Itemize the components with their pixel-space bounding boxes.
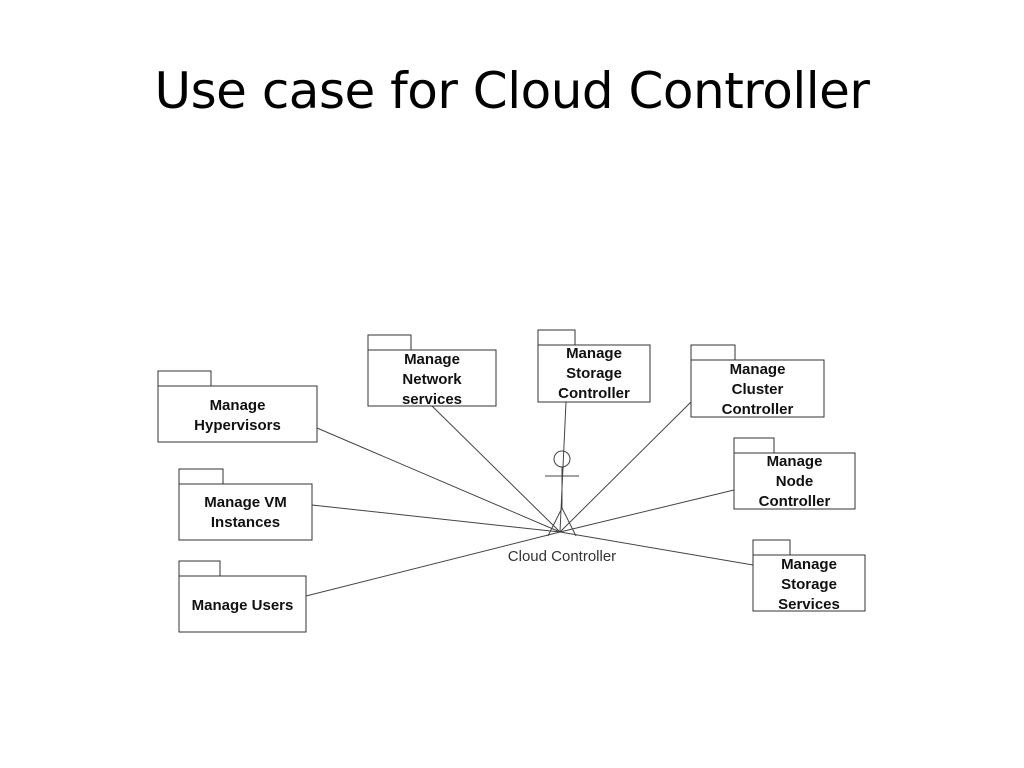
association-line-vm: [311, 504, 561, 533]
package-tab: [157, 370, 212, 387]
package-body: [690, 359, 825, 418]
package-label-line: Manage: [730, 361, 786, 378]
package-users: Manage Users: [178, 560, 307, 633]
package-label-line: Hypervisors: [194, 417, 281, 434]
package-label-line: Instances: [211, 514, 280, 531]
package-body: [178, 575, 307, 633]
package-label-line: Storage: [781, 576, 837, 593]
package-label-line: Services: [778, 596, 840, 613]
package-tab: [752, 539, 791, 556]
package-tab: [733, 437, 775, 454]
package-label-line: Cluster: [732, 381, 784, 398]
association-line-network: [431, 405, 561, 533]
association-line-node: [559, 489, 735, 533]
association-line-cluster: [559, 401, 692, 533]
package-label-line: Network: [402, 371, 462, 388]
package-label-line: Manage Users: [192, 597, 294, 614]
package-boxes: ManageHypervisorsManageNetworkservicesMa…: [157, 329, 866, 633]
package-body: [157, 385, 318, 443]
association-line-hypervisors: [316, 427, 561, 533]
actor: Cloud Controller: [508, 450, 616, 565]
package-tab: [690, 344, 736, 361]
package-label-line: services: [402, 391, 462, 408]
package-tab: [178, 560, 221, 577]
actor-right-leg: [561, 507, 577, 537]
package-body: [367, 349, 497, 407]
package-label-line: Node: [776, 473, 814, 490]
package-body: [178, 483, 313, 541]
package-label-line: Manage: [781, 556, 837, 573]
package-label-line: Manage: [767, 453, 823, 470]
package-body: [733, 452, 856, 510]
package-label-line: Manage: [210, 397, 266, 414]
actor-name: Cloud Controller: [508, 548, 616, 565]
package-label-line: Storage: [566, 365, 622, 382]
package-label-line: Manage VM: [204, 494, 287, 511]
actor-left-leg: [547, 507, 563, 537]
association-lines: [305, 401, 754, 597]
association-line-users: [305, 531, 561, 597]
package-label-line: Controller: [558, 385, 630, 402]
package-tab: [367, 334, 412, 351]
package-label-line: Controller: [722, 401, 794, 418]
actor-head: [553, 450, 571, 468]
package-label-line: Controller: [759, 493, 831, 510]
package-vm: Manage VM Instances: [178, 468, 313, 541]
package-label-line: Manage: [404, 351, 460, 368]
package-tab: [537, 329, 576, 346]
association-line-storage-services: [559, 531, 754, 566]
package-body: [752, 554, 866, 612]
package-label-line: Manage: [566, 345, 622, 362]
package-body: [537, 344, 651, 403]
slide-title: Use case for Cloud Controller: [154, 62, 870, 120]
package-tab: [178, 468, 224, 485]
